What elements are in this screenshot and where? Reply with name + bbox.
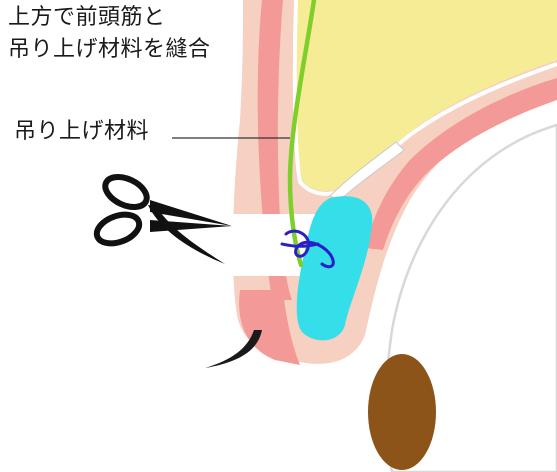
step-caption: 上方で前頭筋と 吊り上げ材料を縫合 [8, 2, 211, 66]
material-label: 吊り上げ材料 [14, 116, 149, 148]
step-caption-line1: 上方で前頭筋と [8, 2, 211, 34]
iris [368, 354, 436, 470]
eyelash [205, 330, 262, 368]
scissors-icon [93, 171, 232, 264]
step-caption-line2: 吊り上げ材料を縫合 [8, 34, 211, 66]
